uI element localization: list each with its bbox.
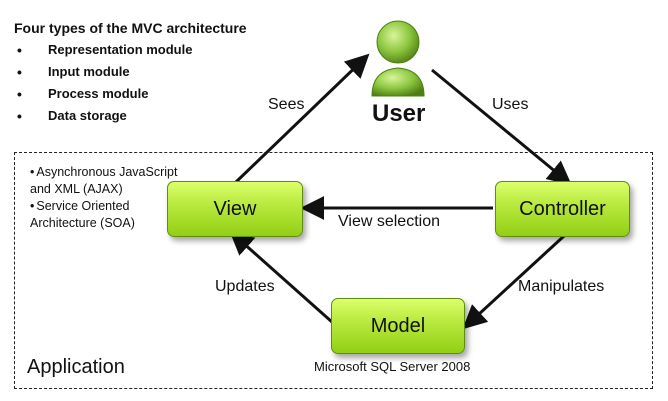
application-label: Application [27,356,125,378]
type-item: Data storage [14,108,192,130]
view-note-line: •Service Oriented [30,199,130,213]
sees-label: Sees [268,96,305,113]
user-label: User [372,100,426,127]
mvc-types-list: Representation module Input module Proce… [14,42,192,130]
updates-label: Updates [215,278,275,295]
sees-arrow [234,53,370,184]
type-item: Representation module [14,42,192,64]
controller-box: Controller [495,181,630,237]
type-item: Process module [14,86,192,108]
view-note-line: and XML (AJAX) [30,182,123,196]
view-note-line: •Asynchronous JavaScript [30,165,178,179]
model-note: Microsoft SQL Server 2008 [314,359,471,374]
uses-arrow [431,68,572,186]
view-note-line: Architecture (SOA) [30,216,135,230]
view-box: View [167,181,303,237]
user-icon [371,20,425,97]
model-box: Model [331,298,465,354]
view-selection-label: View selection [338,213,440,230]
view-notes: •Asynchronous JavaScript and XML (AJAX) … [30,164,177,232]
updates-arrow [229,230,333,324]
type-item: Input module [14,64,192,86]
uses-label: Uses [492,96,529,113]
manipulates-arrow [462,234,566,330]
manipulates-label: Manipulates [518,278,605,295]
diagram-heading: Four types of the MVC architecture [14,20,247,36]
application-boundary [14,152,653,389]
